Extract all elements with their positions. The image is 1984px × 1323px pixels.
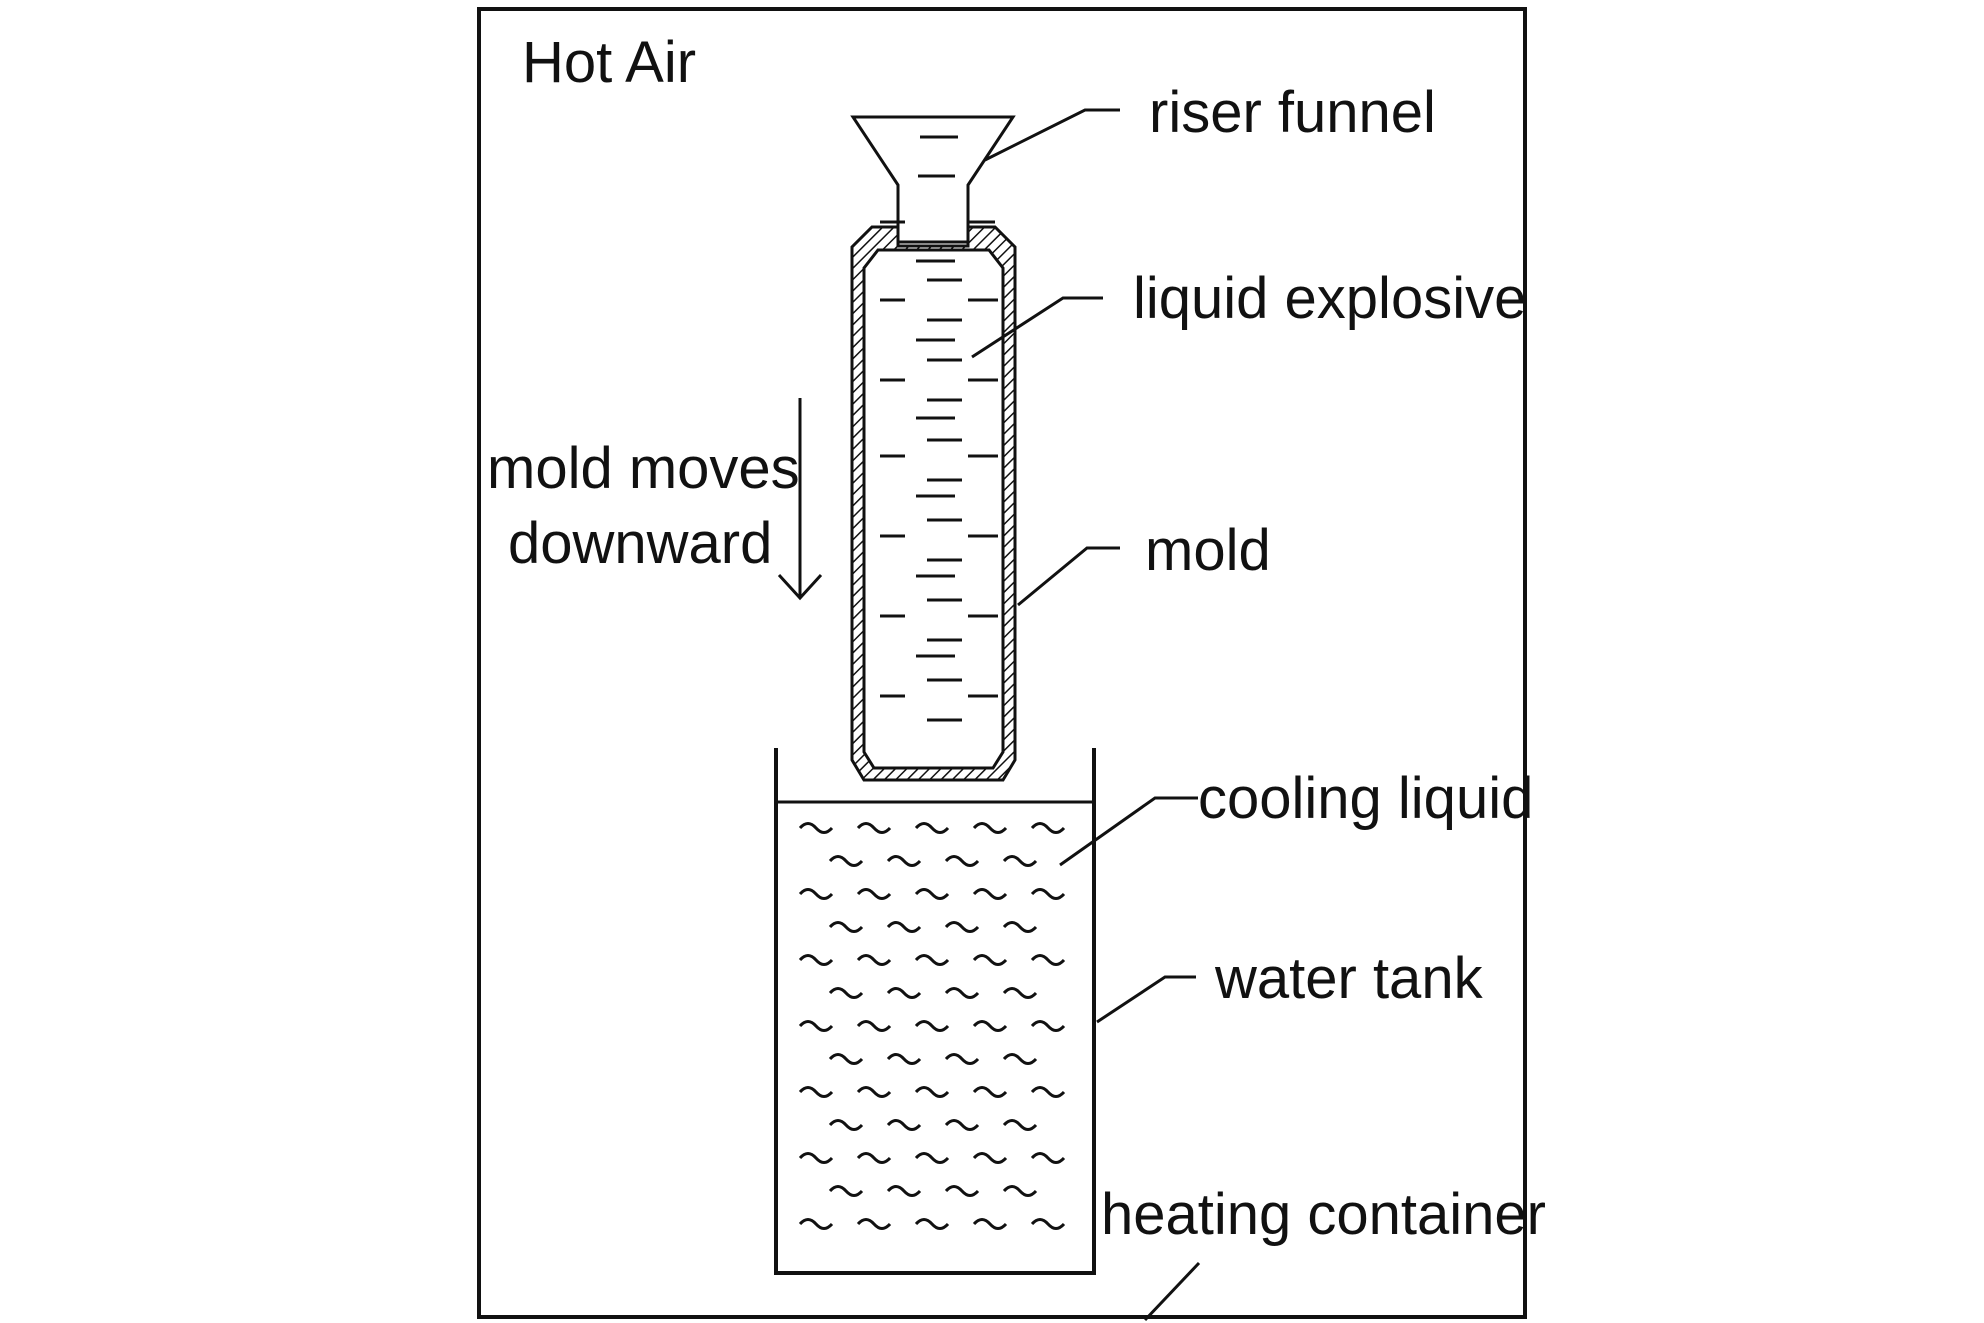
mold-moves-label-line2: downward (508, 511, 772, 576)
riser-funnel-leader (984, 108, 1120, 162)
water-tank (774, 748, 1096, 1275)
heating-container-label: heating container (1101, 1182, 1546, 1247)
mold-label: mold (1145, 518, 1271, 583)
cooling-liquid-label: cooling liquid (1198, 766, 1533, 831)
hot-air-label: Hot Air (522, 30, 696, 95)
mold-moves-label-line1: mold moves (487, 436, 800, 501)
downward-arrow (777, 398, 823, 601)
cooling-liquid (776, 800, 1094, 1230)
mold-leader (1017, 546, 1120, 607)
mold (850, 225, 1017, 782)
cooling-liquid-leader (1059, 796, 1198, 867)
liquid-explosive-leader (971, 296, 1103, 359)
liquid-explosive-label: liquid explosive (1133, 266, 1526, 331)
liquid-explosive (880, 135, 998, 722)
water-tank-leader (1096, 975, 1196, 1024)
heating-container-leader (1143, 1261, 1201, 1322)
water-tank-label: water tank (1214, 946, 1484, 1011)
heating-container-frame (477, 7, 1527, 1319)
riser-funnel-label: riser funnel (1149, 80, 1436, 145)
